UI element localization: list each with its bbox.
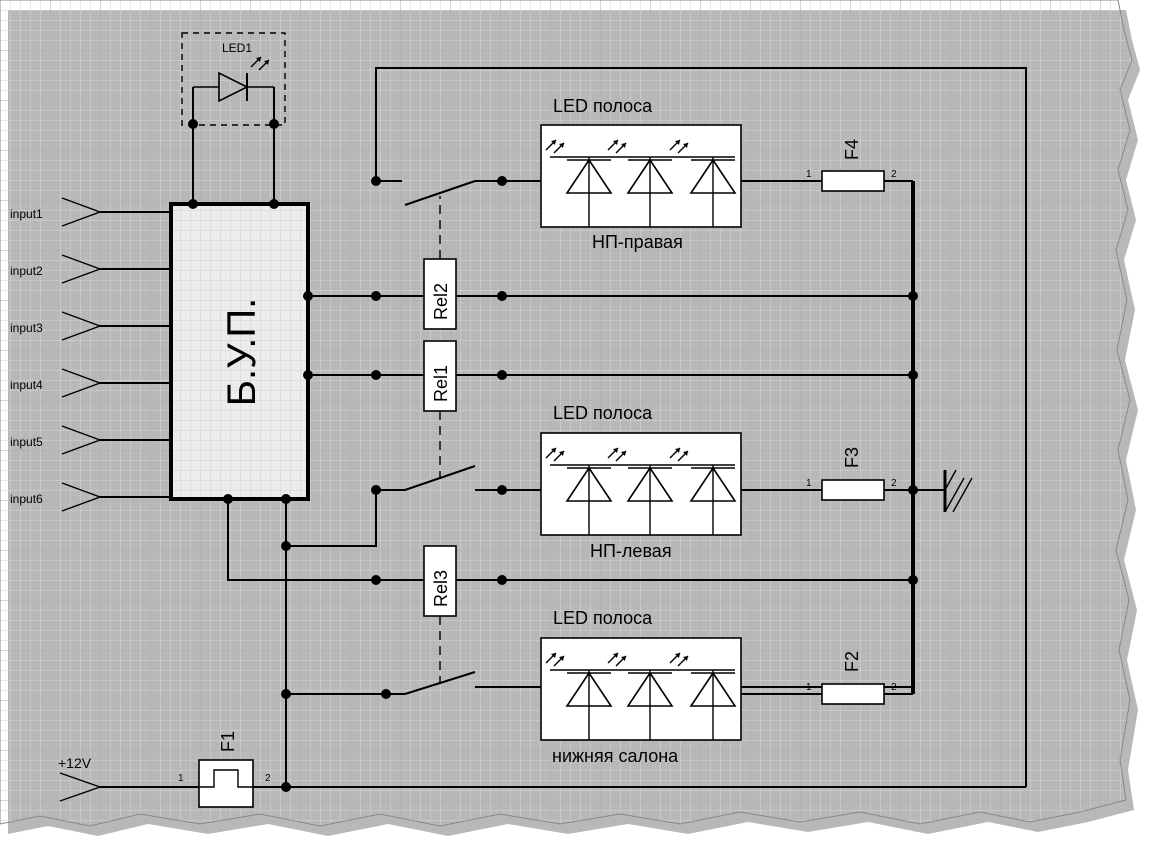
control-wires: [223, 291, 918, 585]
input-connector: input2: [10, 254, 171, 284]
input-connector: input1: [10, 197, 171, 227]
return-bus: [908, 181, 973, 687]
input-label: input4: [10, 378, 43, 392]
input-connector: input6: [10, 482, 171, 512]
input-label: input1: [10, 207, 43, 221]
strip-name: НП-правая: [592, 232, 683, 252]
strip-title: LED полоса: [553, 96, 653, 116]
strip-name: нижняя салона: [552, 746, 679, 766]
controller-block: Б.У.П.: [169, 202, 310, 501]
led-strip-cabin: LED полоса нижняя салона: [540, 608, 742, 766]
feed-wire: [371, 67, 1027, 787]
power-wire: [100, 485, 1026, 792]
fuse-label: F3: [842, 447, 862, 468]
relay-label: Rel3: [431, 570, 451, 607]
pin-label: 2: [891, 682, 897, 693]
fuse-f4: F4 1 2: [741, 139, 913, 192]
pin-label: 1: [178, 773, 184, 784]
pin-label: 2: [891, 478, 897, 489]
fuse-label: F4: [842, 139, 862, 160]
input-label: input2: [10, 264, 43, 278]
led-strip-right: LED полоса НП-правая: [540, 96, 742, 252]
pin-label: 1: [806, 169, 812, 180]
indicator-led: LED1: [181, 32, 286, 209]
input-label: input3: [10, 321, 43, 335]
strip-title: LED полоса: [553, 608, 653, 628]
pin-label: 2: [891, 169, 897, 180]
fuse-f2: F2 1 2: [741, 651, 915, 705]
strip-title: LED полоса: [553, 403, 653, 423]
fuse-f1: F1 1 2: [178, 731, 271, 808]
input-label: input6: [10, 492, 43, 506]
pin-label: 1: [806, 682, 812, 693]
fuse-label: F2: [842, 651, 862, 672]
input-connector: input4: [10, 368, 171, 398]
controller-label: Б.У.П.: [220, 298, 264, 406]
pin-label: 2: [265, 773, 271, 784]
input-connectors: input1 input2 input3 input4 input5 input…: [10, 197, 171, 512]
input-connector: input3: [10, 311, 171, 341]
input-connector: input5: [10, 425, 171, 455]
fuse-f3: F3 1 2: [741, 447, 913, 501]
relay-label: Rel1: [431, 365, 451, 402]
led-cells: [545, 139, 737, 227]
input-label: input5: [10, 435, 43, 449]
power-label: +12V: [58, 755, 92, 771]
power-input: +12V: [58, 755, 103, 802]
strip-name: НП-левая: [590, 541, 672, 561]
pin-label: 1: [806, 478, 812, 489]
led-cells: [545, 447, 737, 535]
fuse-label: F1: [218, 731, 238, 752]
led-cells: [545, 652, 737, 740]
indicator-label: LED1: [222, 41, 252, 55]
relay-label: Rel2: [431, 283, 451, 320]
led-strip-left: LED полоса НП-левая: [540, 403, 742, 561]
